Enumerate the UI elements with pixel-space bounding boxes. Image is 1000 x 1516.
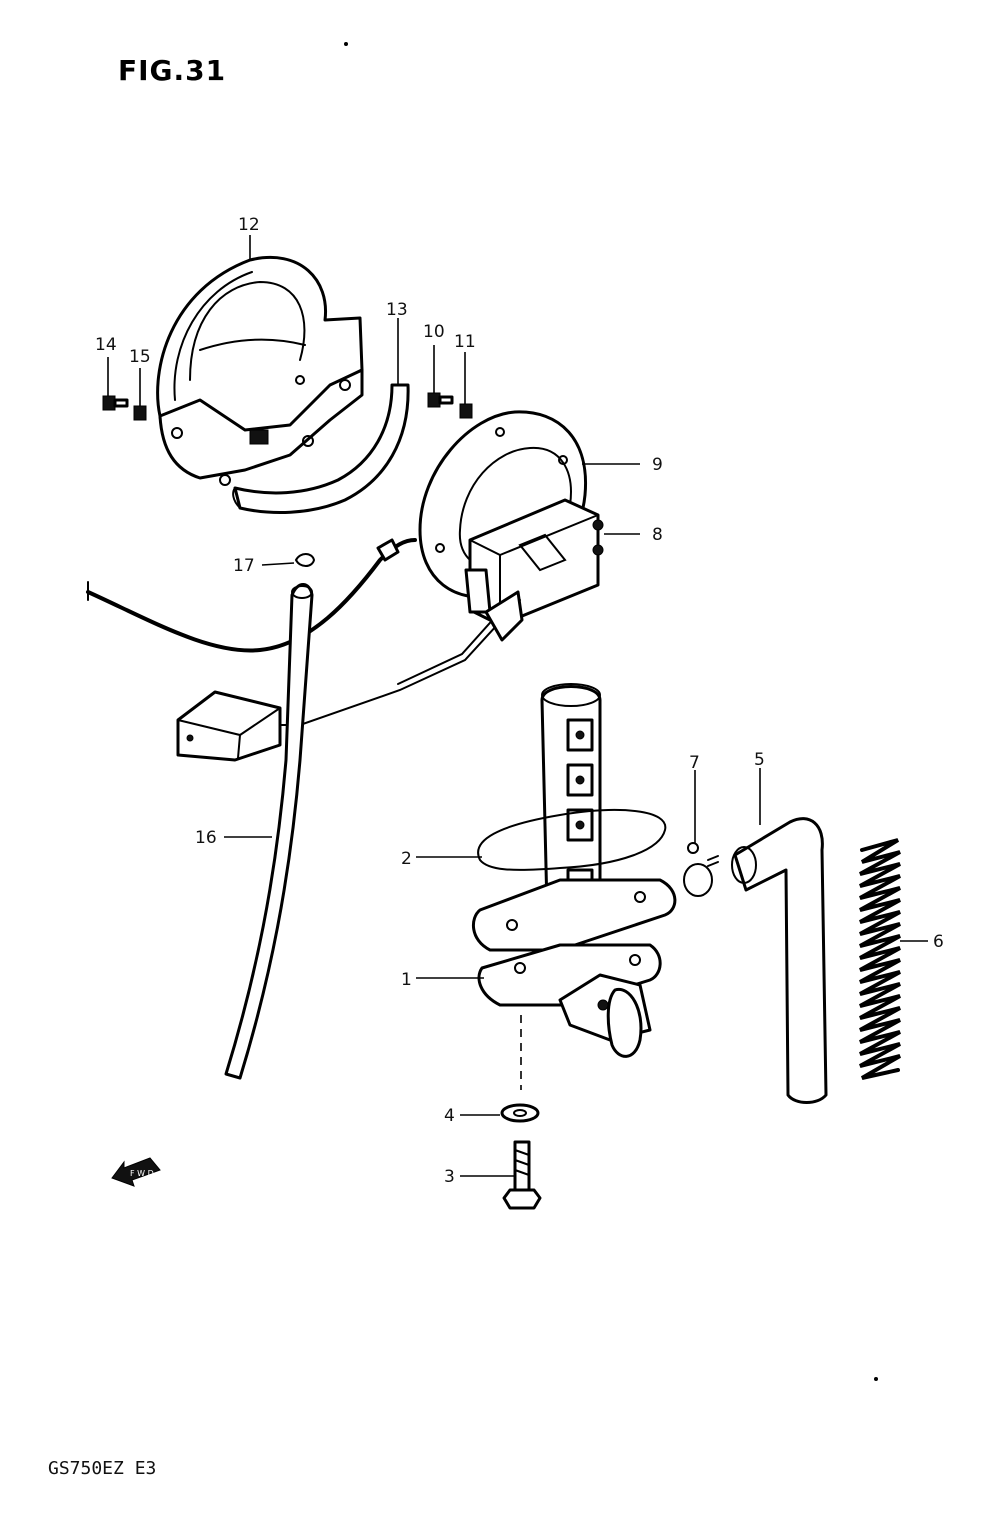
part-11-nut [459, 403, 473, 419]
part-16-hose [224, 583, 314, 1080]
part-8-level-sender [464, 498, 604, 627]
part-12-cover-plate [156, 256, 364, 486]
part-14-bolt [102, 395, 129, 411]
leader-lines [107, 235, 928, 1177]
model-code: GS750EZ E3 [48, 1458, 156, 1479]
callout-10: 10 [423, 322, 445, 342]
callout-9: 9 [652, 455, 663, 475]
callout-5: 5 [754, 750, 765, 770]
callout-7: 7 [689, 753, 700, 773]
part-13-pad [232, 383, 410, 514]
part-6-spring [859, 838, 902, 1080]
callout-12: 12 [238, 215, 260, 235]
callout-13: 13 [386, 300, 408, 320]
figure-title: FIG.31 [118, 54, 226, 87]
callout-17: 17 [233, 556, 255, 576]
float [176, 690, 282, 762]
callout-16: 16 [195, 828, 217, 848]
callout-15: 15 [129, 347, 151, 367]
part-3-bolt [502, 1140, 542, 1210]
fuel-valve-body [471, 683, 677, 1058]
callout-3: 3 [444, 1167, 455, 1187]
float-arm [269, 590, 524, 726]
part-17-clip [294, 553, 316, 567]
callout-2: 2 [401, 849, 412, 869]
part-15-nut [133, 405, 147, 421]
callout-6: 6 [933, 932, 944, 952]
part-2-o-ring [477, 809, 667, 871]
part-5-elbow-hose [731, 817, 828, 1104]
speck [344, 42, 348, 46]
part-10-screw [427, 392, 454, 408]
callout-1: 1 [401, 970, 412, 990]
part-7-hose-clip [683, 842, 719, 897]
speck [874, 1377, 878, 1381]
callout-labels: 1 2 3 4 5 6 7 8 9 10 11 12 13 14 15 16 1… [95, 215, 944, 1187]
front-direction-arrow: F W D [111, 1157, 161, 1187]
front-marker-text: F W D [130, 1169, 154, 1178]
callout-11: 11 [454, 332, 476, 352]
callout-4: 4 [444, 1106, 455, 1126]
callout-8: 8 [652, 525, 663, 545]
part-4-washer [500, 1103, 540, 1123]
callout-14: 14 [95, 335, 117, 355]
